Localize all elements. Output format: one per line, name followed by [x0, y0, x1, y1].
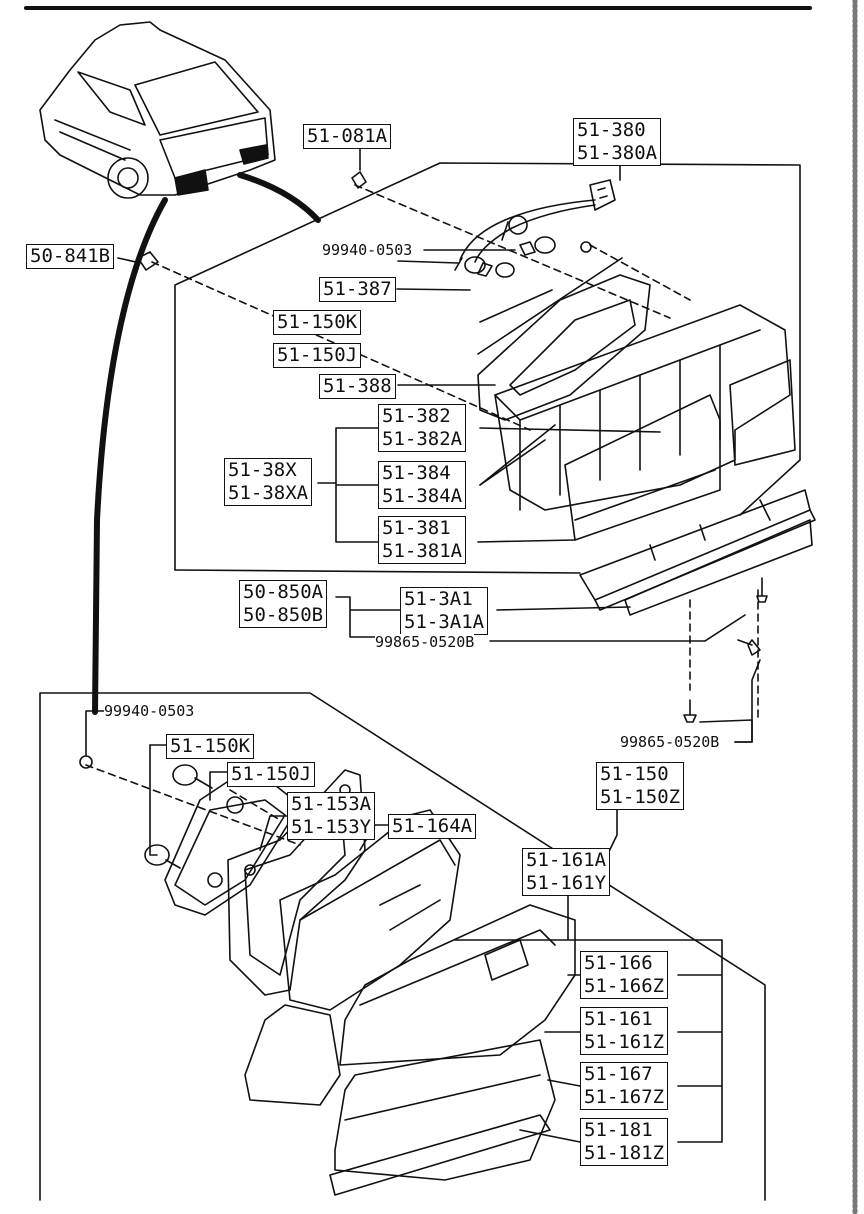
part-label-51-150J-lower: 51-150J [227, 762, 316, 787]
tail-lamp-housing-lower [244, 809, 461, 1106]
part-label-51-388: 51-388 [319, 374, 396, 399]
part-label-99865-0520B-mid: 99865-0520B [375, 633, 475, 651]
part-label-99940-0503-lower: 99940-0503 [104, 702, 195, 720]
socket-plate-lower [164, 779, 301, 916]
part-label-51-081A: 51-081A [303, 124, 392, 149]
car-rear-view [39, 21, 276, 199]
part-label-99940-0503-upper: 99940-0503 [322, 241, 413, 259]
bulbs-upper [137, 171, 592, 278]
garnish-strip [579, 489, 816, 616]
part-label-51-150J-upper: 51-150J [273, 343, 362, 368]
part-label-51-164A: 51-164A [388, 814, 477, 839]
tail-lamp-housing-upper [494, 304, 796, 541]
gasket-upper [477, 274, 651, 421]
outer-lens-lower [329, 904, 576, 1196]
screws [79, 577, 768, 769]
part-label-51-387: 51-387 [319, 277, 396, 302]
part-label-51-150K-lower: 51-150K [166, 734, 255, 759]
part-label-99865-0520B-right: 99865-0520B [620, 733, 720, 751]
part-label-51-150K-upper: 51-150K [273, 310, 362, 335]
part-label-50-841B: 50-841B [26, 244, 115, 269]
bulbs-lower [144, 764, 213, 869]
